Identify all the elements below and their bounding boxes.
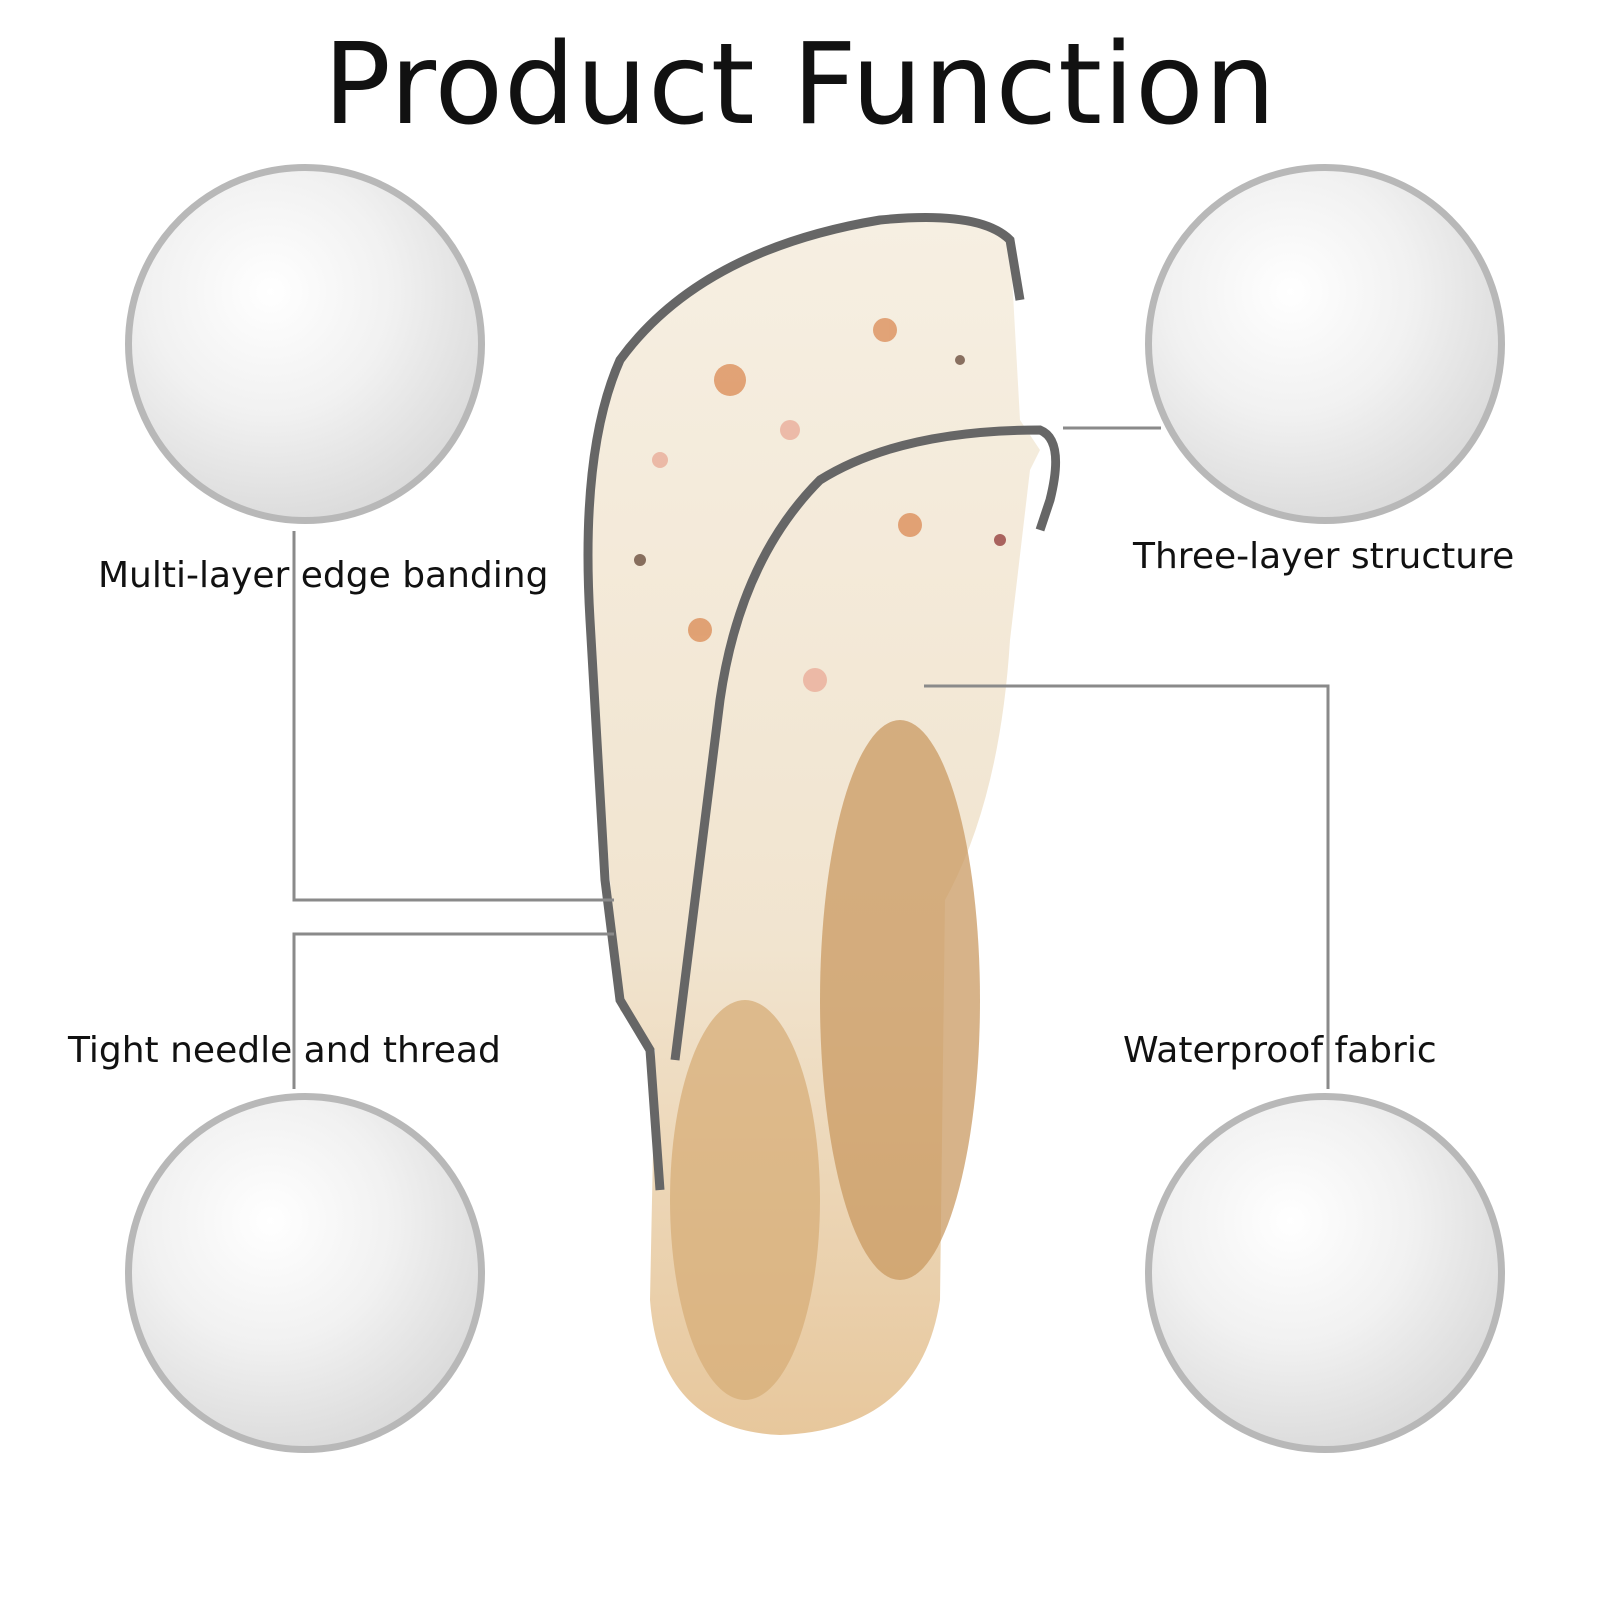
feature-label-waterproof: Waterproof fabric: [1123, 1030, 1437, 1071]
feature-label-stitching: Tight needle and thread: [68, 1030, 501, 1071]
callout-lines: [292, 426, 1330, 1089]
capybara-small: [670, 1000, 820, 1400]
headcover-trim-outer: [583, 213, 1025, 1191]
headcover-trim-inner: [670, 425, 1061, 1061]
detail-three-layer-image: [1145, 164, 1505, 524]
capybara-large: [820, 720, 980, 1280]
detail-stitching-image: [125, 1093, 485, 1453]
feature-label-edge-banding: Multi-layer edge banding: [98, 555, 549, 596]
floral-pattern: [634, 318, 1006, 692]
detail-waterproof-image: [1145, 1093, 1505, 1453]
feature-label-three-layer: Three-layer structure: [1133, 536, 1515, 577]
detail-edge-banding-image: [125, 164, 485, 524]
page-title: Product Function: [323, 20, 1277, 150]
